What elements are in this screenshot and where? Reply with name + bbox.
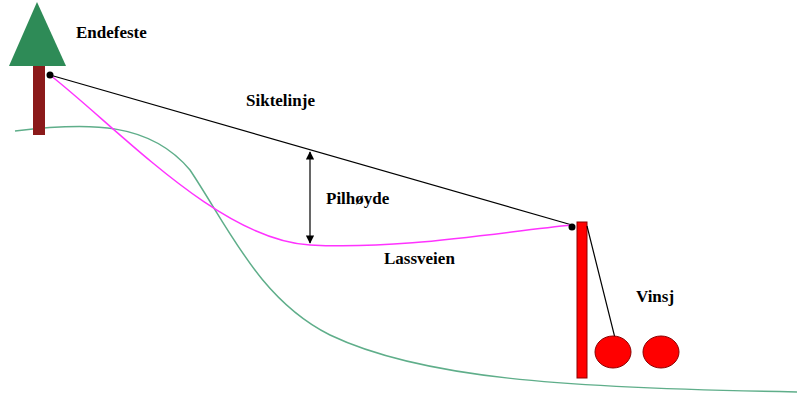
winch-drum — [595, 336, 631, 368]
part-label: Pilhøyde — [326, 190, 389, 209]
tower-pole — [577, 222, 587, 378]
anchor-point — [47, 72, 54, 79]
ground-line — [15, 126, 797, 392]
pulley-point — [569, 224, 576, 231]
tree-crown — [9, 2, 66, 66]
load-path — [50, 75, 572, 246]
part-label: Endefeste — [76, 24, 147, 43]
part-label: Siktelinje — [246, 92, 315, 111]
part-label: Vinsj — [636, 288, 674, 307]
sight-line — [50, 75, 572, 225]
tree-trunk — [33, 62, 45, 135]
winch-drum — [643, 336, 679, 368]
part-label: Lassveien — [384, 250, 455, 269]
winch-cable — [587, 226, 615, 338]
sag-arrow — [309, 152, 310, 243]
